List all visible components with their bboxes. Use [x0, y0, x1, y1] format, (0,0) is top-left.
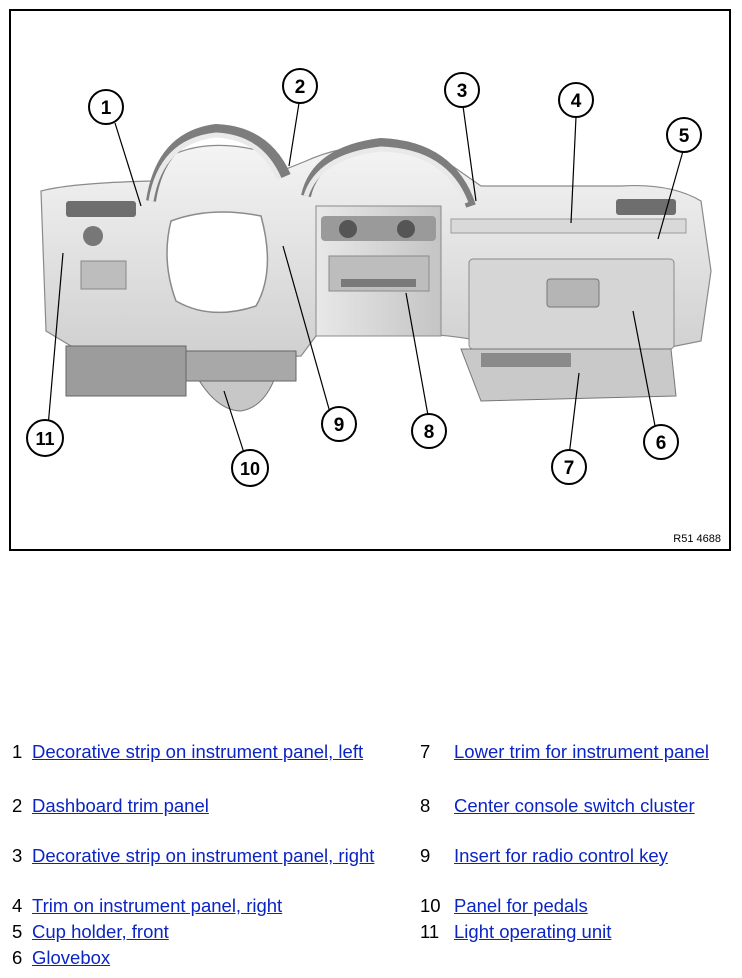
- legend-number: 3: [12, 845, 23, 866]
- legend-number: 10: [420, 895, 441, 916]
- legend-link[interactable]: Lower trim for instrument panel: [454, 741, 709, 762]
- callout-6: 6: [643, 424, 679, 460]
- callout-1: 1: [88, 89, 124, 125]
- svg-text:6: 6: [656, 433, 667, 454]
- callouts: 1 2 3 4 5 6 7 8 9 10 11: [26, 68, 702, 487]
- legend-link[interactable]: Cup holder, front: [32, 921, 169, 942]
- legend-number: 8: [420, 795, 431, 816]
- legend-number: 2: [12, 795, 23, 816]
- legend-link[interactable]: Center console switch cluster: [454, 795, 695, 816]
- legend-link[interactable]: Insert for radio control key: [454, 845, 668, 866]
- legend-number: 9: [420, 845, 431, 866]
- svg-text:3: 3: [457, 81, 468, 102]
- callout-9: 9: [321, 406, 357, 442]
- callout-8: 8: [411, 413, 447, 449]
- svg-text:1: 1: [101, 98, 112, 119]
- callout-10: 10: [231, 449, 269, 487]
- svg-text:9: 9: [334, 415, 345, 436]
- svg-text:4: 4: [571, 91, 582, 112]
- legend-item: 8 Center console switch cluster: [420, 794, 714, 818]
- callout-4: 4: [558, 82, 594, 118]
- legend-number: 5: [12, 921, 23, 942]
- callout-7: 7: [551, 449, 587, 485]
- dashboard-shape: [40, 123, 712, 412]
- legend-link[interactable]: Decorative strip on instrument panel, ri…: [32, 845, 375, 866]
- legend-link[interactable]: Decorative strip on instrument panel, le…: [32, 741, 364, 762]
- legend-link[interactable]: Light operating unit: [454, 921, 612, 942]
- legend-link[interactable]: Trim on instrument panel, right: [32, 895, 283, 916]
- legend-item: 2 Dashboard trim panel: [12, 794, 387, 818]
- callout-2: 2: [282, 68, 318, 104]
- legend-number: 6: [12, 947, 23, 968]
- svg-text:5: 5: [679, 126, 690, 147]
- dashboard-diagram: 1 2 3 4 5 6 7 8 9 10 11 R51 4688: [9, 9, 731, 551]
- legend-item: 1 Decorative strip on instrument panel, …: [12, 740, 387, 764]
- legend-link[interactable]: Dashboard trim panel: [32, 795, 209, 816]
- svg-text:7: 7: [564, 458, 575, 479]
- legend-link[interactable]: Glovebox: [32, 947, 111, 968]
- callout-11: 11: [26, 419, 64, 457]
- legend-item: 11 Light operating unit: [420, 920, 714, 944]
- svg-text:2: 2: [295, 77, 306, 98]
- legend-number: 11: [420, 921, 440, 942]
- legend-item: 9 Insert for radio control key: [420, 844, 714, 868]
- legend-number: 4: [12, 895, 23, 916]
- svg-text:8: 8: [424, 422, 435, 443]
- legend-item: 3 Decorative strip on instrument panel, …: [12, 844, 387, 868]
- callout-3: 3: [444, 72, 480, 108]
- legend-link[interactable]: Panel for pedals: [454, 895, 588, 916]
- legend-number: 1: [12, 741, 23, 762]
- legend-item: 10 Panel for pedals: [420, 894, 714, 918]
- svg-text:11: 11: [35, 429, 54, 449]
- legend-number: 7: [420, 741, 431, 762]
- svg-text:10: 10: [240, 459, 260, 479]
- dashboard-illustration: 1 2 3 4 5 6 7 8 9 10 11: [26, 68, 712, 487]
- figure-reference: R51 4688: [673, 533, 721, 545]
- legend-item: 5 Cup holder, front: [12, 920, 387, 944]
- legend-item: 6 Glovebox: [12, 946, 387, 970]
- leader-lines: [47, 102, 684, 460]
- legend-item: 4 Trim on instrument panel, right: [12, 894, 387, 918]
- legend-item: 7 Lower trim for instrument panel: [420, 740, 714, 764]
- callout-5: 5: [666, 117, 702, 153]
